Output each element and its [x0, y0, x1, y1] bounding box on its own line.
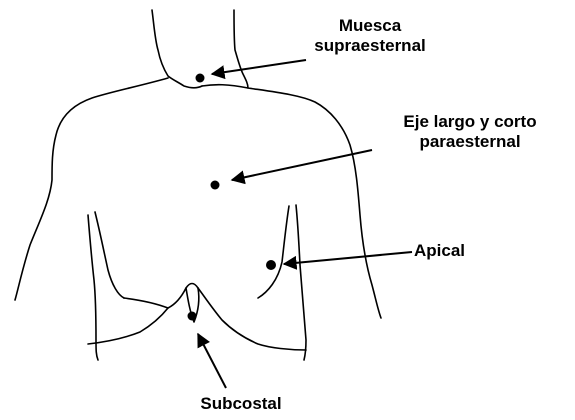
subcostal-label: Subcostal [186, 394, 296, 414]
torso-outline [15, 78, 168, 300]
torso-outline-right [202, 85, 381, 318]
neck-right-outline [234, 10, 248, 88]
left-flank-outline [88, 215, 98, 360]
apical-arrow [284, 252, 412, 264]
parasternal-label: Eje largo y corto paraesternal [380, 112, 560, 152]
parasternal-label-line2: paraesternal [380, 132, 560, 152]
neck-left-outline [152, 10, 202, 88]
apical-label: Apical [414, 241, 494, 261]
right-flank-outline [296, 205, 306, 360]
apical-dot [266, 260, 276, 270]
suprasternal-arrow [212, 60, 306, 74]
parasternal-label-line1: Eje largo y corto [380, 112, 560, 132]
suprasternal-dot [196, 74, 205, 83]
parasternal-dot [211, 181, 220, 190]
ribcage-right-outline [198, 288, 306, 350]
ribcage-left-lower [88, 308, 168, 344]
left-arm-inner-outline [95, 212, 124, 298]
subcostal-dot [188, 312, 197, 321]
suprasternal-label-line1: Muesca [302, 16, 438, 36]
subcostal-arrow [198, 334, 226, 388]
suprasternal-label-line2: supraesternal [302, 36, 438, 56]
right-arm-inner-outline [258, 206, 289, 298]
parasternal-arrow [232, 150, 372, 180]
suprasternal-label: Muesca supraesternal [302, 16, 438, 56]
